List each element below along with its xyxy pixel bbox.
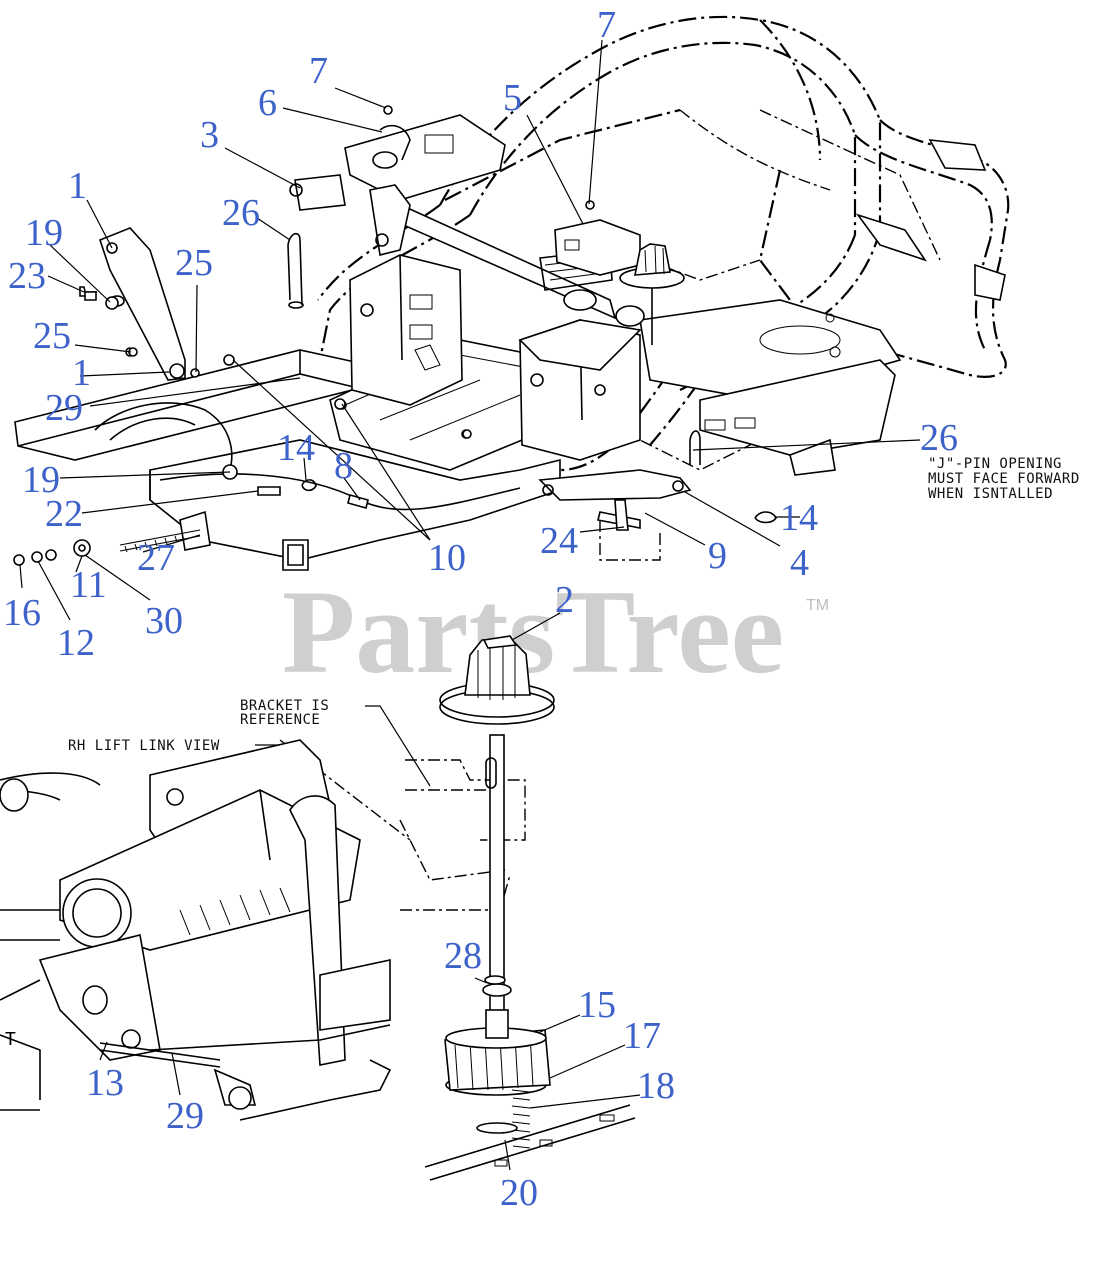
callout-29-top: 29: [45, 387, 83, 429]
callout-13: 13: [86, 1062, 124, 1104]
callout-19-lower: 19: [22, 459, 60, 501]
tractor-frame: [14, 254, 902, 571]
callout-14-left: 14: [277, 427, 315, 469]
j-pin-note-line-2: MUST FACE FORWARD: [928, 471, 1080, 487]
rh-lift-link-view: T: [0, 739, 392, 1121]
callout-26-top: 26: [222, 192, 260, 234]
callout-10: 10: [428, 537, 466, 579]
bracket-note-line-2: REFERENCE: [240, 712, 320, 728]
callout-1-top: 1: [68, 165, 87, 207]
callout-4: 4: [790, 542, 809, 584]
callout-11: 11: [70, 564, 107, 606]
callout-27: 27: [137, 537, 175, 579]
callout-14-right: 14: [780, 497, 818, 539]
height-adjust-bracket: [554, 200, 641, 276]
callout-3: 3: [200, 114, 219, 156]
height-knob-installed: [619, 243, 685, 345]
bracket-note-line-1: BRACKET IS: [240, 698, 329, 714]
watermark-text: PartsTree: [282, 565, 784, 698]
j-pin-note-line-1: "J"-PIN OPENING: [928, 456, 1062, 472]
callout-17: 17: [623, 1015, 661, 1057]
callout-7-upper-right: 7: [597, 4, 616, 46]
dash-plate: [344, 105, 506, 201]
front-lift-linkage: [538, 430, 777, 561]
callout-numbers: 7 6 3 5 7 1 19 23 26 25 25 1 29 14 8 26 …: [3, 4, 958, 1214]
callout-24: 24: [540, 520, 578, 562]
callout-25-right: 25: [175, 242, 213, 284]
lift-shaft: [289, 174, 645, 327]
height-knob-exploded: [439, 635, 555, 1016]
height-spring-assembly: [424, 1009, 636, 1181]
callout-30: 30: [145, 600, 183, 642]
callout-2: 2: [555, 579, 574, 621]
callout-15: 15: [578, 984, 616, 1026]
callout-16: 16: [3, 592, 41, 634]
callout-9: 9: [708, 535, 727, 577]
frame-stamp-letter: T: [5, 1029, 16, 1050]
leader-lines: [19, 39, 921, 1171]
watermark-trademark: TM: [806, 597, 829, 614]
hardware-parts: [13, 291, 472, 566]
callout-8: 8: [334, 445, 353, 487]
callout-29-lower: 29: [166, 1095, 204, 1137]
callout-6: 6: [258, 82, 277, 124]
callout-12: 12: [57, 622, 95, 664]
j-pin-note-line-3: WHEN ISNTALLED: [928, 486, 1053, 502]
callout-23: 23: [8, 255, 46, 297]
callout-26-right: 26: [920, 417, 958, 459]
callout-20: 20: [500, 1172, 538, 1214]
callout-7-upper-left: 7: [309, 50, 328, 92]
callout-1-lower: 1: [72, 352, 91, 394]
callout-18: 18: [637, 1065, 675, 1107]
j-pin-upper: [287, 232, 304, 309]
left-lift-link: [79, 227, 186, 381]
callout-22: 22: [45, 493, 83, 535]
callout-5: 5: [503, 77, 522, 119]
view-label: RH LIFT LINK VIEW: [68, 738, 220, 754]
annotations: "J"-PIN OPENING MUST FACE FORWARD WHEN I…: [68, 456, 1080, 754]
callout-19-top: 19: [25, 212, 63, 254]
callout-28: 28: [444, 935, 482, 977]
callout-25-left: 25: [33, 315, 71, 357]
